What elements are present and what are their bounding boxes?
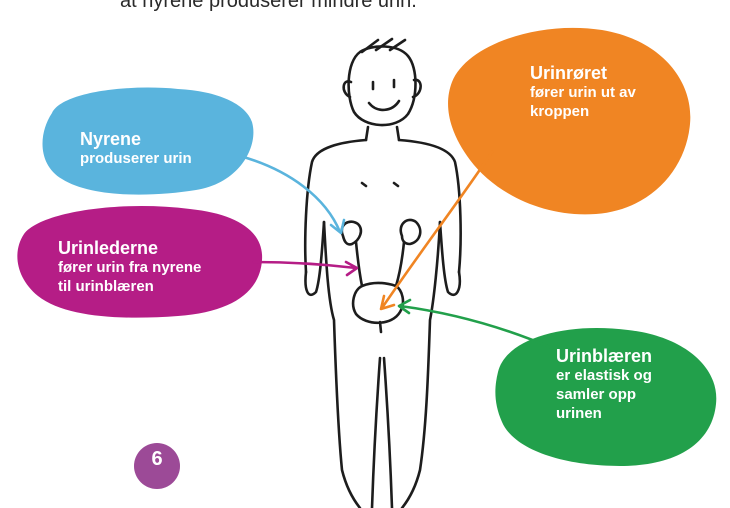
nyrene-title: Nyrene: [80, 130, 192, 149]
urinroret-bubble: [448, 28, 690, 215]
page-number: 6: [134, 449, 180, 469]
nyrene-line-1: produserer urin: [80, 149, 192, 168]
urinroret-line-1: fører urin ut av: [530, 83, 636, 102]
nyrene-label: Nyrene produserer urin: [80, 130, 192, 168]
urinlederne-line-2: til urinblæren: [58, 277, 201, 296]
urinroret-label: Urinrøret fører urin ut av kroppen: [530, 64, 636, 121]
urinlederne-line-1: fører urin fra nyrene: [58, 258, 201, 277]
urinlederne-label: Urinlederne fører urin fra nyrene til ur…: [58, 239, 201, 296]
urinblaeren-label: Urinblæren er elastisk og samler opp uri…: [556, 347, 652, 423]
nyrene-arrow: [240, 156, 344, 233]
urinlederne-title: Urinlederne: [58, 239, 201, 258]
body-sketch: [305, 39, 460, 508]
urinblaeren-line-2: samler opp: [556, 385, 652, 404]
urinroret-line-2: kroppen: [530, 102, 636, 121]
urinroret-title: Urinrøret: [530, 64, 636, 83]
urinroret-arrow: [381, 152, 492, 309]
urinblaeren-line-1: er elastisk og: [556, 366, 652, 385]
urinblaeren-line-3: urinen: [556, 404, 652, 423]
urinblaeren-title: Urinblæren: [556, 347, 652, 366]
